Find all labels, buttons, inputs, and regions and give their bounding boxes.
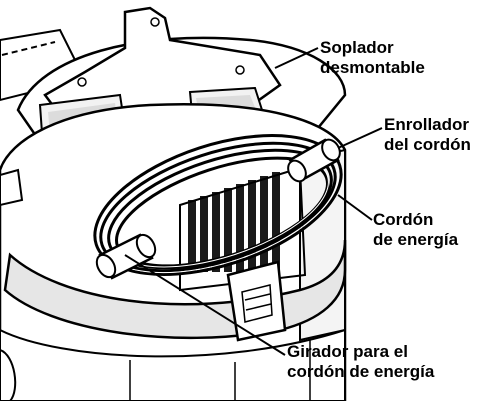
latch-detail <box>241 284 273 323</box>
cord-reel <box>287 138 341 183</box>
power-cord-coil-highlight <box>97 138 339 274</box>
callout-cord-swivel-line1: Girador para el <box>287 342 408 361</box>
callout-cord-swivel-line2: cordón de energía <box>287 362 435 381</box>
bracket-hole <box>235 65 245 75</box>
latch-stripe <box>245 303 272 311</box>
leader-cord <box>337 194 373 221</box>
callout-blower-line1: Soplador <box>320 38 394 57</box>
callout-cord-reel-line2: del cordón <box>384 135 471 154</box>
drum-foot <box>0 349 17 401</box>
callout-blower-line2: desmontable <box>320 58 425 77</box>
left-side-clip <box>0 168 24 207</box>
left-housing-dash <box>1 41 56 56</box>
callout-power-cord: Cordón de energía <box>373 210 458 250</box>
callout-power-cord-line2: de energía <box>373 230 459 249</box>
leader-blower <box>274 47 319 69</box>
latch-stripe <box>244 293 271 301</box>
leader-swivel <box>124 254 286 356</box>
filter-housing <box>179 166 307 292</box>
callout-cord-reel-line1: Enrollador <box>384 115 470 134</box>
callout-power-cord-line1: Cordón <box>373 210 434 229</box>
callout-cord-swivel: Girador para el cordón de energía <box>287 342 434 382</box>
leader-reel <box>337 127 383 149</box>
callout-blower: Soplador desmontable <box>320 38 425 78</box>
callout-cord-reel: Enrollador del cordón <box>384 115 471 155</box>
cord-swivel <box>95 233 157 280</box>
filter-louvers <box>188 172 280 272</box>
bracket-hole <box>150 17 160 27</box>
lower-drum <box>0 328 346 401</box>
bracket-hole <box>77 77 87 87</box>
